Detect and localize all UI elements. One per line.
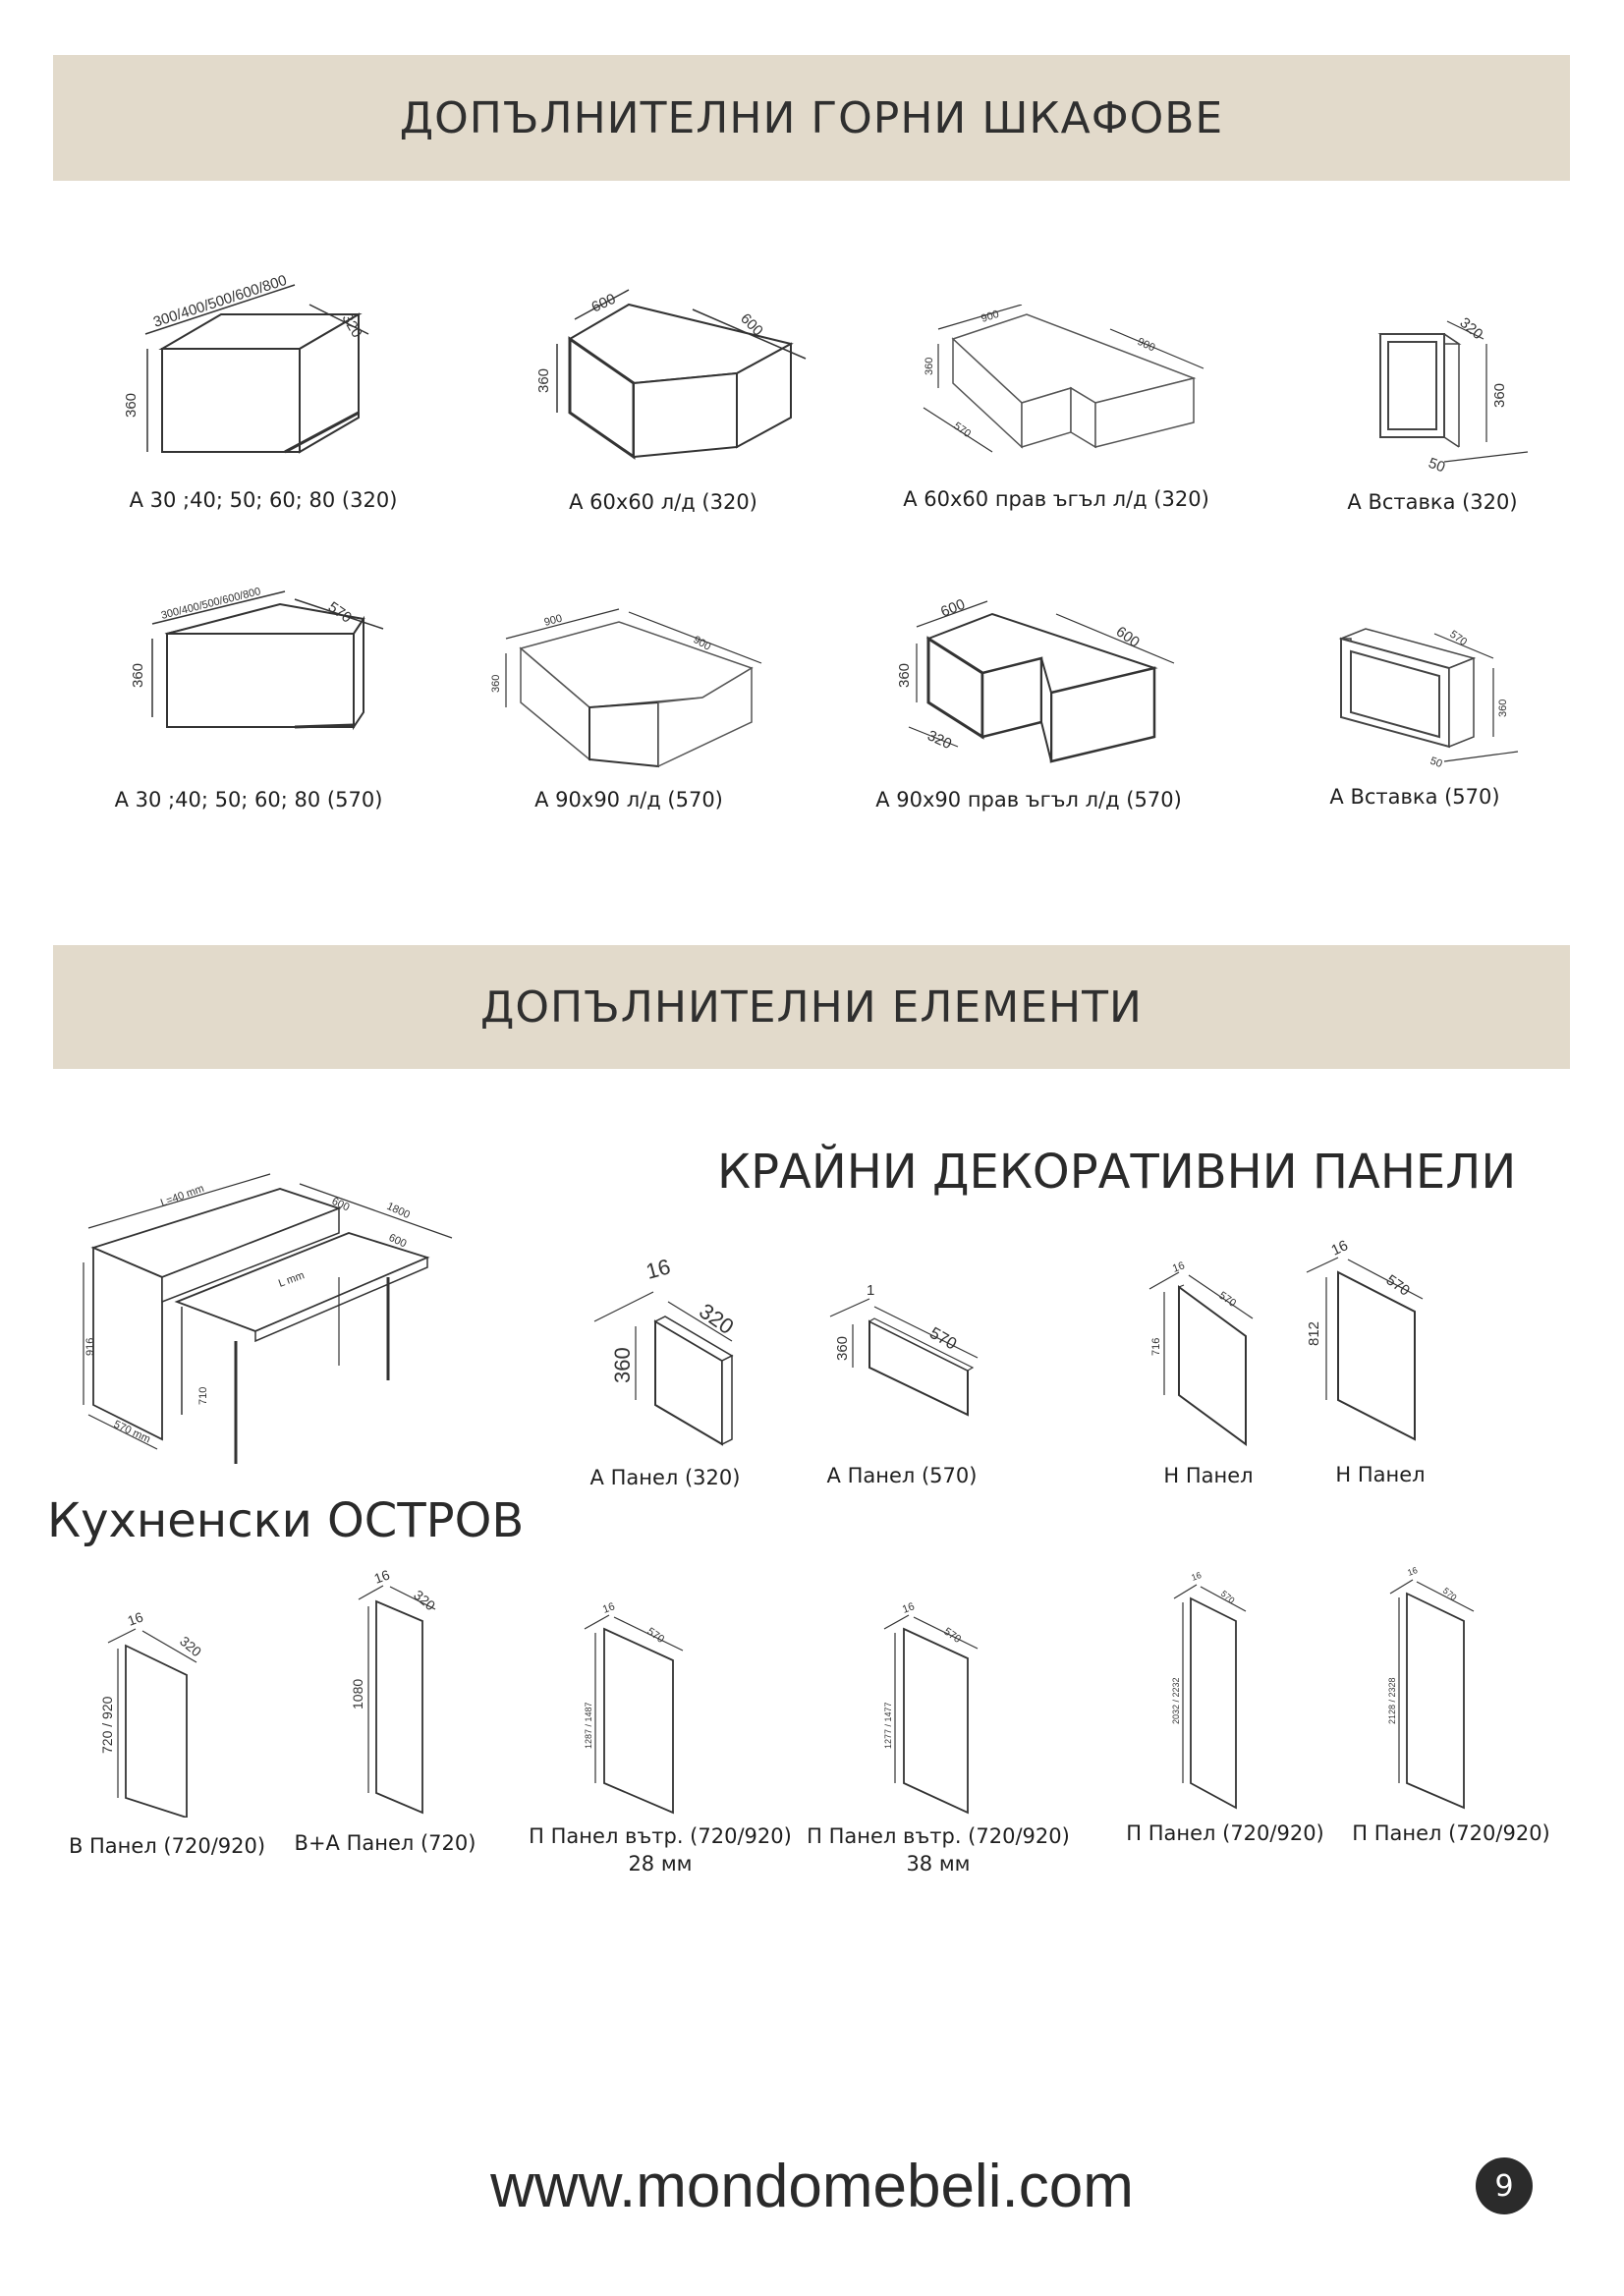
dim-height-label: 1277 / 1477 (883, 1702, 893, 1749)
cabinet-a-570-drawing: 300/400/500/600/800 570 360 (113, 570, 398, 747)
panel-caption: П Панел вътр. (720/920) 28 мм (529, 1822, 792, 1878)
section-banner-extra-elements: ДОПЪЛНИТЕЛНИ ЕЛЕМЕНТИ (53, 945, 1570, 1069)
website-url: www.mondomebeli.com (490, 2153, 1134, 2220)
cabinet-a-60x60-corner-drawing: 900 900 360 570 (899, 305, 1223, 467)
dim-thickness-label: 16 (1329, 1238, 1351, 1260)
dim-height-label: 1080 (350, 1679, 365, 1709)
panel-h-812-drawing: 16 570 812 (1297, 1238, 1434, 1454)
cabinet-caption: А Вставка (570) (1329, 785, 1500, 809)
page-number-badge: 9 (1476, 2157, 1533, 2214)
dim-side-label: 320 (924, 727, 954, 753)
dim-depth-label: 900 (1136, 336, 1157, 355)
dim-depth-label: 320 (695, 1299, 738, 1340)
panel-caption-sub: 38 мм (906, 1852, 971, 1876)
dim-height-label: 360 (123, 393, 140, 418)
dim-depth-label: 600 (1113, 623, 1143, 650)
cabinet-a-320-drawing: 300/400/500/600/800 320 360 (108, 270, 403, 481)
panel-caption: Н Панел (1163, 1464, 1254, 1487)
dim-thickness-label: 16 (1190, 1570, 1203, 1583)
dim-height-label: 360 (896, 663, 913, 688)
dim-thickness-label: 16 (901, 1601, 917, 1616)
dim-depth-label: 570 (1219, 1589, 1237, 1605)
dim-height-label: 812 (1306, 1321, 1322, 1346)
dim-depth-label: 320 (177, 1633, 204, 1659)
dim-height-label: 1287 / 1487 (584, 1702, 593, 1749)
dim-label: 916 (84, 1338, 96, 1356)
cabinet-a-60x60-drawing: 600 600 360 (516, 285, 811, 472)
dim-height-label: 2032 / 2232 (1171, 1677, 1181, 1724)
panel-caption: В+А Панел (720) (294, 1831, 476, 1855)
dim-height-label: 360 (130, 663, 146, 688)
dim-width-label: 900 (980, 308, 1000, 325)
dim-depth-label: 320 (1456, 314, 1485, 343)
panel-caption-line: П Панел вътр. (720/920) (807, 1824, 1070, 1848)
section-title: ДОПЪЛНИТЕЛНИ ГОРНИ ШКАФОВЕ (399, 92, 1224, 143)
dim-height-label: 720 / 920 (99, 1696, 115, 1754)
dim-height-label: 360 (834, 1336, 851, 1361)
dim-width-label: 900 (543, 613, 564, 629)
panel-p-2032-drawing: 16 570 2032 / 2232 (1159, 1567, 1267, 1813)
panel-caption: П Панел (720/920) (1126, 1821, 1324, 1845)
dim-label: L=40 mm (159, 1183, 205, 1209)
panel-h-716-drawing: 16 570 716 (1140, 1258, 1267, 1454)
panel-b-720-920-drawing: 16 320 720 / 920 (98, 1601, 216, 1818)
dim-offset-label: 50 (1428, 756, 1444, 770)
dim-depth-label: 570 (941, 1626, 963, 1646)
cabinet-caption: А 60х60 прав ъгъл л/д (320) (903, 487, 1209, 511)
dim-height-label: 360 (1497, 700, 1509, 717)
panel-caption-line: П Панел вътр. (720/920) (529, 1824, 792, 1848)
cabinet-caption: А Вставка (320) (1347, 490, 1518, 514)
dim-height-label: 360 (610, 1347, 635, 1383)
dim-height-label: 716 (1150, 1338, 1162, 1356)
cabinet-caption: А 30 ;40; 50; 60; 80 (320) (129, 488, 398, 512)
dim-thickness-label: 16 (644, 1258, 673, 1284)
dim-depth-label: 570 (1441, 1586, 1459, 1602)
panel-a-320-drawing: 16 320 360 (575, 1258, 752, 1454)
panel-p-2128-drawing: 16 570 2128 / 2328 (1375, 1562, 1484, 1813)
dim-thickness-label: 1 (867, 1282, 874, 1299)
section-title: ДОПЪЛНИТЕЛНИ ЕЛЕМЕНТИ (480, 981, 1143, 1033)
dim-thickness-label: 16 (601, 1601, 617, 1616)
kitchen-island-drawing: L=40 mm 600 1800 600 L mm 916 710 570 mm (74, 1169, 457, 1474)
dim-height-label: 2128 / 2328 (1387, 1677, 1397, 1724)
dim-label: 1800 (385, 1201, 412, 1221)
dim-thickness-label: 16 (126, 1608, 145, 1628)
cabinet-a-90x90-corner-drawing: 600 600 360 320 (889, 589, 1204, 771)
panel-p-28-drawing: 16 570 1287 / 1487 (570, 1601, 698, 1818)
cabinet-a-90x90-drawing: 900 900 360 (481, 594, 776, 771)
panel-caption-sub: 28 мм (628, 1852, 693, 1876)
kitchen-island-heading: Кухненски ОСТРОВ (47, 1493, 525, 1548)
cabinet-caption: А 90х90 прав ъгъл л/д (570) (875, 788, 1182, 812)
dim-thickness-label: 16 (1406, 1565, 1419, 1578)
panel-a-570-drawing: 1 570 360 (815, 1277, 992, 1425)
panel-p-38-drawing: 16 570 1277 / 1477 (869, 1601, 997, 1818)
cabinet-caption: А 30 ;40; 50; 60; 80 (570) (114, 788, 383, 812)
cabinet-insert-320-drawing: 320 360 50 (1361, 309, 1538, 476)
panel-caption: П Панел вътр. (720/920) 38 мм (807, 1822, 1070, 1878)
dim-width-label: 600 (938, 596, 968, 621)
dim-height-label: 360 (535, 368, 552, 393)
cabinet-caption: А 90х90 л/д (570) (534, 788, 723, 812)
panel-caption: П Панел (720/920) (1352, 1821, 1550, 1845)
cabinet-caption: А 60х60 л/д (320) (569, 490, 757, 514)
dim-depth-label: 320 (411, 1587, 438, 1613)
dim-height-label: 360 (1491, 383, 1508, 408)
dim-label: 710 (197, 1387, 209, 1405)
dim-thickness-label: 16 (372, 1566, 392, 1586)
dim-offset-label: 50 (1427, 455, 1447, 476)
panel-caption: А Панел (320) (589, 1466, 741, 1489)
panel-caption: В Панел (720/920) (68, 1834, 266, 1858)
dim-height-label: 360 (924, 358, 935, 375)
panel-ba-720-drawing: 16 320 1080 (349, 1562, 457, 1818)
panel-caption: А Панел (570) (826, 1464, 978, 1487)
dim-depth-label: 570 (1383, 1271, 1413, 1299)
decor-panels-heading: КРАЙНИ ДЕКОРАТИВНИ ПАНЕЛИ (717, 1145, 1517, 1200)
dim-depth-label: 570 (644, 1626, 666, 1646)
cabinet-insert-570-drawing: 570 360 50 (1331, 614, 1528, 776)
section-banner-upper-cabinets: ДОПЪЛНИТЕЛНИ ГОРНИ ШКАФОВЕ (53, 55, 1570, 181)
panel-caption: Н Панел (1335, 1463, 1426, 1486)
dim-height-label: 360 (490, 675, 502, 693)
dim-thickness-label: 16 (1171, 1260, 1187, 1274)
dim-depth-label: 570 (1447, 629, 1469, 648)
